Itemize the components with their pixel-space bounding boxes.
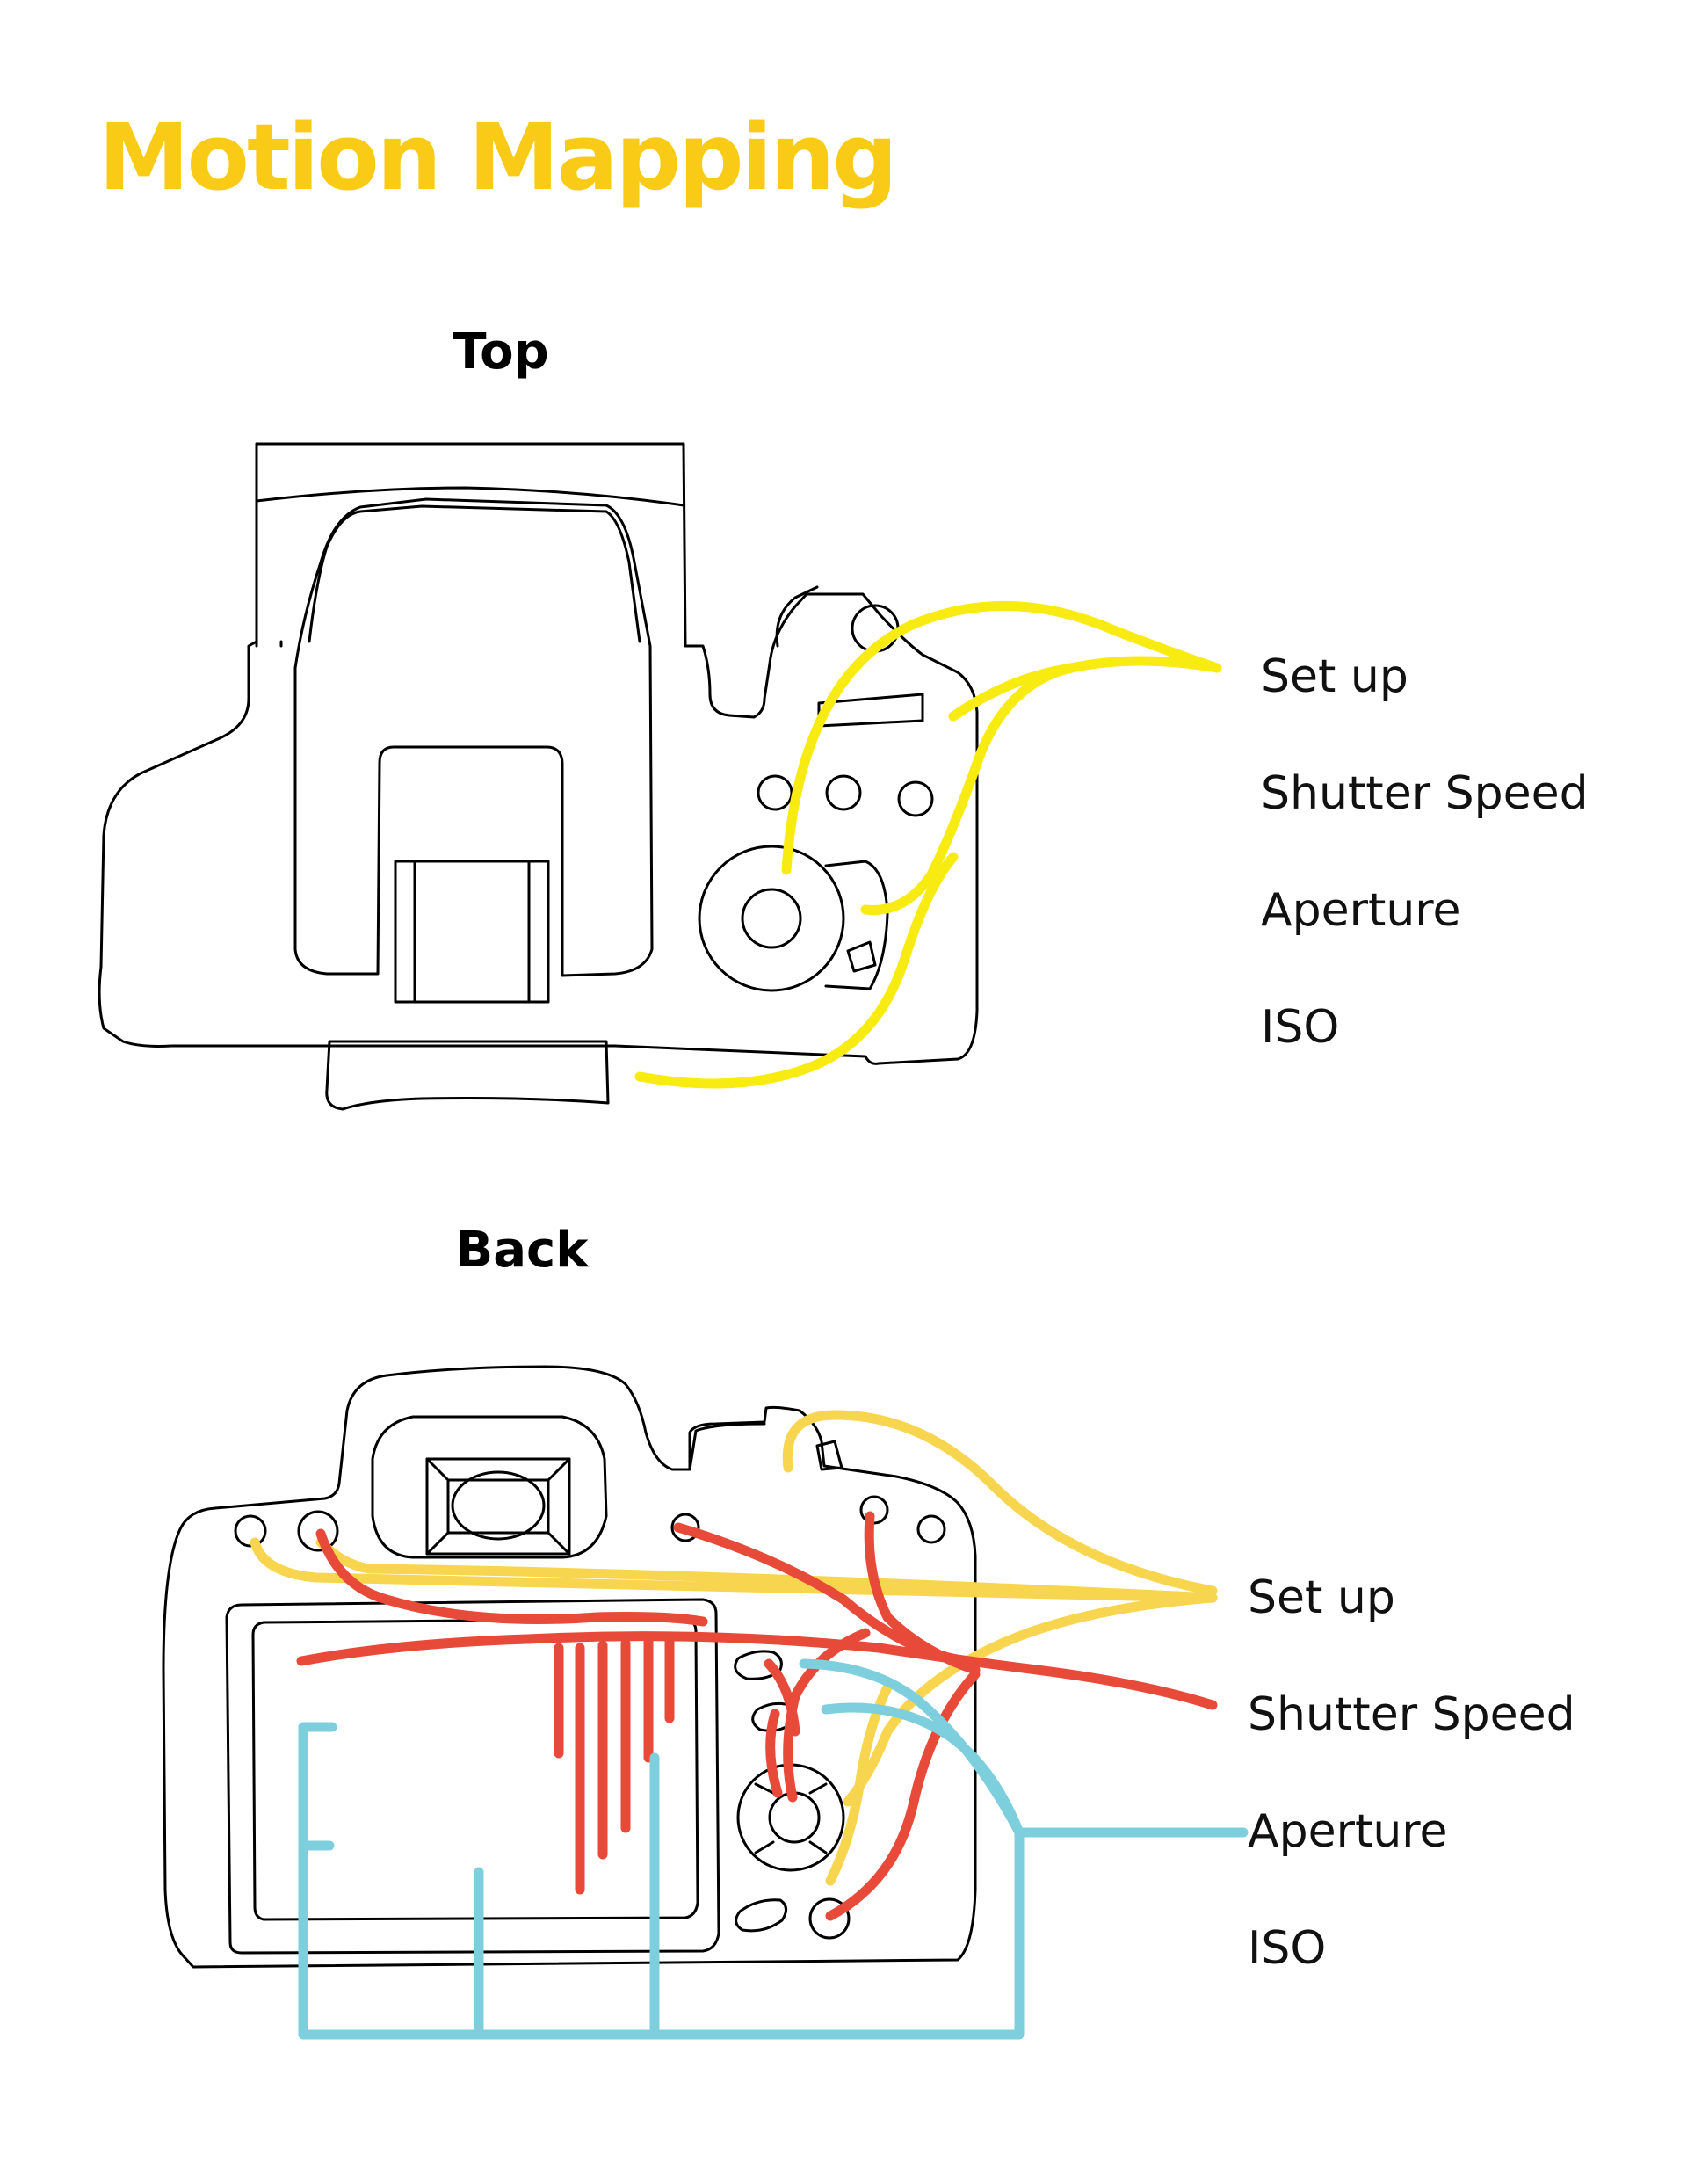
back-view-heading: Back	[455, 1222, 589, 1279]
back-label-setup: Set up	[1248, 1571, 1395, 1624]
top-setup-line-return	[860, 656, 1222, 915]
page-title: Motion Mapping	[98, 104, 898, 211]
back-shutter-lines	[296, 1511, 1218, 1921]
back-shutter-line-2	[315, 1528, 708, 1627]
back-label-aperture: Aperture	[1248, 1805, 1448, 1858]
back-shutter-line-6	[783, 1628, 871, 1803]
back-aperture-bracket	[298, 1722, 1249, 2040]
top-label-iso: ISO	[1261, 1001, 1340, 1054]
top-label-shutter-speed: Shutter Speed	[1261, 767, 1589, 820]
back-label-shutter-speed: Shutter Speed	[1248, 1688, 1575, 1741]
top-iso-line	[634, 852, 959, 1089]
back-shutter-line-8	[765, 1709, 783, 1798]
camera-top-view-icon	[98, 442, 979, 1111]
back-shutter-line-5	[825, 1669, 981, 1921]
top-motion-lines	[634, 600, 1222, 1089]
top-label-setup: Set up	[1261, 650, 1408, 703]
back-shutter-line-main	[296, 1631, 1218, 1710]
back-label-iso: ISO	[1248, 1922, 1327, 1975]
back-setup-line-3	[315, 1537, 1218, 1603]
back-shutter-line-4	[864, 1511, 981, 1675]
back-setup-line-2	[250, 1537, 1218, 1603]
back-aperture-curve-2	[799, 1658, 1025, 1838]
top-label-aperture: Aperture	[1261, 884, 1461, 937]
back-setup-line-1	[782, 1410, 1218, 1596]
top-setup-line	[781, 600, 1222, 875]
top-view-heading: Top	[453, 323, 549, 381]
camera-back-view-icon	[162, 1365, 977, 1969]
back-aperture-lines	[298, 1658, 1249, 2040]
back-setup-line-5	[825, 1682, 893, 1886]
top-shutter-line	[948, 663, 1077, 722]
back-shutter-line-7	[764, 1658, 800, 1737]
